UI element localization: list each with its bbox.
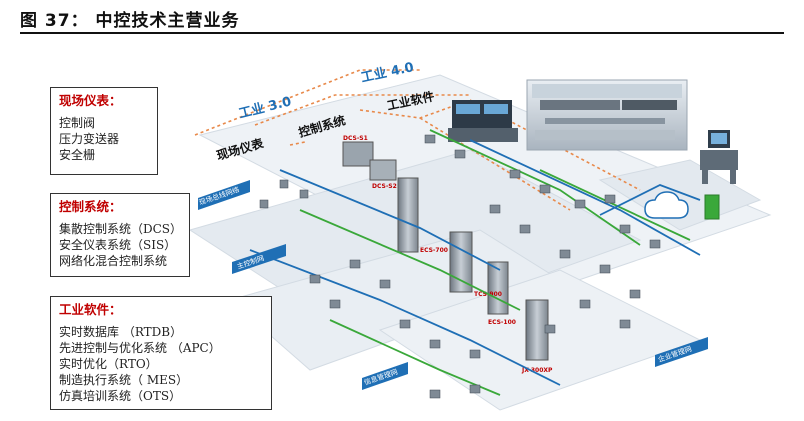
panel-control-title: 控制系统： [59, 199, 122, 214]
panel-software-item: 仿真培训系统（OTS） [59, 389, 182, 403]
panel-control-item: 安全仪表系统（SIS） [59, 238, 177, 252]
device-dcs2-label: DCS-S2 [372, 183, 397, 190]
control-room-photo [526, 79, 688, 151]
device-ecs700-label: ECS-700 [420, 247, 448, 254]
panel-industrial-software: 工业软件： 实时数据库 （RTDB） 先进控制与优化系统 （APC） 实时优化（… [50, 296, 272, 410]
panel-software-item: 先进控制与优化系统 （APC） [59, 341, 221, 355]
panel-field-instruments: 现场仪表： 控制阀 压力变送器 安全栅 [50, 87, 158, 175]
device-ecs100-label: ECS-100 [488, 319, 516, 326]
panel-control-system: 控制系统： 集散控制系统（DCS） 安全仪表系统（SIS） 网络化混合控制系统 [50, 193, 190, 277]
panel-field-title: 现场仪表： [59, 93, 122, 108]
info-network-banner: 信息管理网 [362, 362, 408, 390]
panel-software-item: 制造执行系统（ MES） [59, 373, 189, 387]
fieldbus-banner: 现场总线网络 [198, 180, 250, 210]
device-dcs1-label: DCS-S1 [343, 135, 368, 142]
server-icon [704, 194, 720, 220]
cabinet-group [342, 141, 549, 361]
panel-field-item: 安全栅 [59, 148, 96, 162]
terminal-icons [259, 134, 661, 399]
panel-software-item: 实时数据库 （RTDB） [59, 325, 183, 339]
network-lines [249, 129, 701, 396]
cloud-icon [644, 191, 689, 219]
panel-field-item: 压力变送器 [59, 132, 120, 146]
engineer-workstation [700, 130, 738, 184]
title-rule [20, 32, 784, 34]
operator-station [448, 100, 518, 142]
panel-software-item: 实时优化（RTO） [59, 357, 158, 371]
panel-field-item: 控制阀 [59, 116, 96, 130]
panel-control-item: 集散控制系统（DCS） [59, 222, 183, 236]
figure-title: 图 37： 中控技术主营业务 [20, 11, 240, 31]
industry-4-label: 工业 4.0 [360, 59, 416, 86]
panel-control-item: 网络化混合控制系统 [59, 254, 168, 268]
panel-software-title: 工业软件： [59, 302, 122, 317]
info-network-banner-label: 信息管理网 [363, 367, 399, 387]
device-jx300-label: JX-300XP [521, 367, 553, 374]
